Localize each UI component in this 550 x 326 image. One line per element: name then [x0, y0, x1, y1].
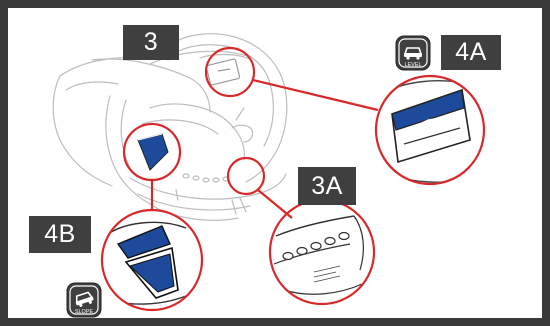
slope-indicator-closeup	[108, 222, 186, 304]
slope-badge-text: SLOPE	[75, 309, 94, 315]
level-window-small	[206, 59, 240, 86]
car-slope-icon: SLOPE	[66, 282, 102, 318]
buttons-closeup	[274, 216, 363, 294]
callout-circle-buttons-small	[228, 158, 264, 194]
car-level-icon: LEVEL	[395, 35, 431, 71]
callout-circle-3a	[270, 200, 374, 304]
level-badge: LEVEL	[395, 35, 431, 71]
slope-badge: SLOPE	[66, 282, 102, 318]
step-4a-label: 4A	[441, 35, 501, 70]
slope-indicator-small	[138, 134, 168, 170]
level-badge-text: LEVEL	[404, 62, 421, 68]
step-3a-label: 3A	[298, 167, 356, 205]
step-3-label: 3	[123, 25, 179, 60]
step-4b-label: 4B	[29, 216, 91, 253]
